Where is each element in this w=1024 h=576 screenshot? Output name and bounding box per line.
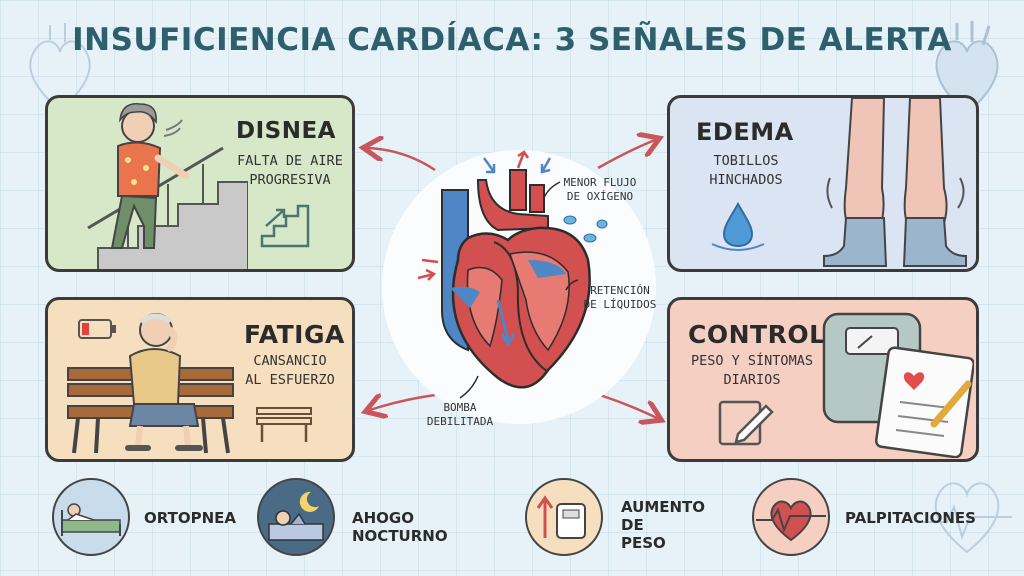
- arrow-to-control: [599, 393, 657, 418]
- card-subtitle-line2: DIARIOS: [723, 372, 781, 388]
- bottom-label-line1: AUMENTO DE: [621, 498, 706, 534]
- scale-and-notebook-icon: [822, 312, 974, 458]
- swollen-ankles-icon: [823, 98, 967, 267]
- bench-icon: [256, 407, 312, 442]
- bottom-label: ORTOPNEA: [144, 509, 237, 527]
- card-subtitle: PESO Y SÍNTOMAS DIARIOS: [682, 352, 822, 390]
- label-line2: DE LÍQUIDOS: [583, 298, 657, 311]
- bottom-item-ortopnea: ORTOPNEA: [52, 478, 252, 558]
- label-line2: DE OXÍGENO: [566, 190, 634, 203]
- card-title: CONTROL: [688, 320, 826, 349]
- decor-heart-outline-icon: [922, 482, 1012, 554]
- card-subtitle: TOBILLOS HINCHADOS: [690, 152, 802, 190]
- bottom-item-ahogo-nocturno: AHOGO NOCTURNO: [257, 478, 507, 558]
- bottom-label: PALPITACIONES: [845, 509, 976, 527]
- card-disnea: DISNEA FALTA DE AIRE PROGRESIVA: [45, 95, 355, 272]
- card-subtitle: FALTA DE AIRE PROGRESIVA: [230, 152, 350, 190]
- bottom-label: AUMENTO DE PESO: [621, 498, 725, 552]
- heart-pulse-icon: [752, 478, 830, 556]
- heart-anatomy-icon: [417, 150, 608, 399]
- battery-low-icon: [78, 319, 116, 339]
- arrow-to-fatiga: [370, 395, 436, 410]
- card-title: FATIGA: [244, 320, 345, 349]
- pencil-square-icon: [718, 400, 774, 446]
- card-subtitle-line2: HINCHADOS: [709, 172, 783, 188]
- label-menor-flujo: MENOR FLUJO DE OXÍGENO: [555, 176, 645, 204]
- label-line2: DEBILITADA: [426, 415, 494, 428]
- person-in-bed-icon: [52, 478, 130, 556]
- arrow-to-edema: [597, 140, 655, 170]
- bottom-label: AHOGO NOCTURNO: [352, 509, 448, 545]
- label-bomba: BOMBA DEBILITADA: [420, 401, 500, 429]
- night-sleep-icon: [257, 478, 335, 556]
- card-subtitle: CANSANCIO AL ESFUERZO: [234, 352, 346, 390]
- card-subtitle-line2: AL ESFUERZO: [245, 372, 335, 388]
- page-title: INSUFICIENCIA CARDÍACA: 3 SEÑALES DE ALE…: [72, 22, 952, 58]
- card-edema: EDEMA TOBILLOS HINCHADOS: [667, 95, 979, 272]
- woman-climbing-stairs-icon: [87, 103, 248, 269]
- card-title: DISNEA: [236, 118, 336, 144]
- card-title: EDEMA: [696, 118, 794, 146]
- card-subtitle-line1: FALTA DE AIRE: [237, 153, 343, 169]
- bottom-label-line2: PESO: [621, 534, 666, 552]
- weight-increase-icon: [525, 478, 603, 556]
- label-line1: MENOR FLUJO: [563, 176, 637, 189]
- arrow-to-disnea: [368, 148, 436, 172]
- label-line1: RETENCIÓN: [590, 284, 650, 297]
- water-drop-icon: [711, 202, 765, 251]
- bottom-item-palpitaciones: PALPITACIONES: [752, 478, 982, 558]
- card-subtitle-line2: PROGRESIVA: [249, 172, 331, 188]
- label-retencion: RETENCIÓN DE LÍQUIDOS: [580, 284, 660, 312]
- stairs-arrow-icon: [260, 204, 310, 248]
- card-fatiga: FATIGA CANSANCIO AL ESFUERZO: [45, 297, 355, 462]
- bottom-item-aumento-peso: AUMENTO DE PESO: [525, 478, 725, 558]
- card-subtitle-line1: TOBILLOS: [713, 153, 779, 169]
- card-subtitle-line1: CANSANCIO: [253, 353, 327, 369]
- card-control: CONTROL PESO Y SÍNTOMAS DIARIOS: [667, 297, 979, 462]
- label-line1: BOMBA: [443, 401, 477, 414]
- tired-man-on-bench-icon: [67, 313, 234, 454]
- card-subtitle-line1: PESO Y SÍNTOMAS: [691, 353, 813, 369]
- decor-heart-outline-icon: [29, 23, 91, 112]
